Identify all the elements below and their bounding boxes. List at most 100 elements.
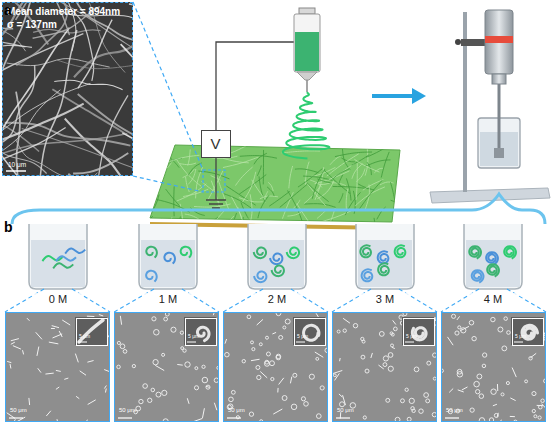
ring — [502, 346, 507, 351]
sem-inset: 5 μm — [185, 318, 217, 346]
water — [141, 240, 195, 287]
mat-fiber — [155, 163, 160, 171]
ring — [117, 341, 120, 344]
fragment — [88, 400, 96, 405]
fragment — [512, 368, 516, 378]
sem-inset: 5 μm — [512, 318, 544, 346]
fragment — [339, 358, 341, 361]
ring — [162, 390, 167, 395]
fragment — [11, 339, 19, 341]
fragment — [38, 368, 41, 372]
mat-fiber — [333, 169, 349, 179]
water — [358, 240, 412, 287]
ring — [426, 399, 430, 403]
fiber-coil — [146, 247, 157, 258]
mat-fiber — [365, 185, 369, 209]
sem-background — [332, 312, 437, 422]
fiber — [2, 139, 90, 176]
zoom-region — [203, 170, 225, 192]
mat-fiber — [173, 186, 174, 216]
mat-fiber — [345, 192, 360, 215]
fragment — [75, 354, 78, 363]
ring — [482, 364, 485, 367]
inset-background — [184, 317, 216, 345]
mat-fiber — [267, 187, 274, 196]
ring — [409, 398, 414, 403]
ring — [154, 329, 160, 335]
ring — [257, 375, 261, 379]
zoom-guide — [133, 176, 203, 192]
ring — [229, 397, 234, 402]
ring — [256, 365, 260, 369]
ring — [276, 355, 281, 360]
ring — [363, 416, 366, 419]
ring — [532, 391, 536, 395]
beaker — [139, 224, 197, 289]
mat-fiber — [324, 170, 350, 193]
fragment — [537, 405, 543, 406]
mat-fiber — [221, 213, 237, 241]
mat-fiber — [196, 210, 225, 238]
ring — [164, 317, 168, 321]
ring — [491, 389, 496, 394]
fragment — [333, 370, 342, 373]
ring — [162, 353, 165, 356]
ring — [271, 377, 274, 380]
mat-fiber — [161, 163, 171, 174]
fiber-coil — [254, 272, 266, 283]
fragment — [7, 361, 11, 362]
mat-fiber — [258, 195, 269, 218]
fragment — [120, 316, 121, 325]
mat-fiber — [257, 166, 261, 176]
ring — [231, 390, 235, 394]
scale-label: 5 μm — [297, 334, 308, 340]
fragment — [99, 315, 103, 316]
scale-bar — [227, 417, 241, 418]
fiber-coil — [287, 248, 299, 259]
mat-fiber — [268, 182, 273, 191]
mat-fiber — [165, 147, 173, 157]
fragment — [23, 350, 24, 354]
ring — [242, 359, 245, 362]
ring — [309, 374, 314, 379]
scale-label: 50 μm — [337, 407, 354, 414]
fragment — [530, 353, 536, 358]
fragment — [87, 361, 93, 363]
fiber-coil — [254, 248, 266, 259]
mat-fiber — [346, 178, 351, 200]
sem-background — [114, 312, 219, 422]
scale-bar — [336, 417, 350, 418]
beaker — [356, 224, 414, 289]
ring — [405, 388, 408, 391]
fragment — [36, 332, 42, 339]
sem-inset: 5 μm — [76, 318, 108, 346]
syringe-barrel — [294, 14, 320, 72]
fiber-fragment — [56, 256, 76, 261]
fiber — [2, 128, 66, 176]
ring — [225, 352, 229, 356]
mat-fiber — [307, 183, 329, 202]
concentration-label: 2 M — [252, 293, 302, 305]
mat-fiber — [250, 194, 252, 222]
mat-fiber — [214, 221, 244, 230]
mat-fiber — [339, 193, 343, 203]
fiber — [73, 153, 128, 173]
ring — [337, 330, 340, 333]
sem-panel: 50 μm5 μm — [441, 312, 546, 422]
mat-fiber — [298, 169, 322, 187]
mat-fiber — [381, 152, 389, 178]
ring — [472, 336, 476, 340]
fiber — [65, 119, 133, 176]
fiber-coil — [362, 269, 373, 281]
scale-bar — [445, 417, 459, 418]
mat-fiber — [223, 157, 258, 167]
stand-base — [430, 188, 550, 203]
ring — [185, 362, 190, 367]
fragment — [155, 365, 164, 370]
fragment — [493, 404, 497, 406]
fragment — [393, 320, 396, 324]
fragment — [315, 352, 323, 357]
scale-bar — [78, 342, 87, 343]
ring — [333, 374, 336, 377]
ring — [171, 327, 176, 332]
